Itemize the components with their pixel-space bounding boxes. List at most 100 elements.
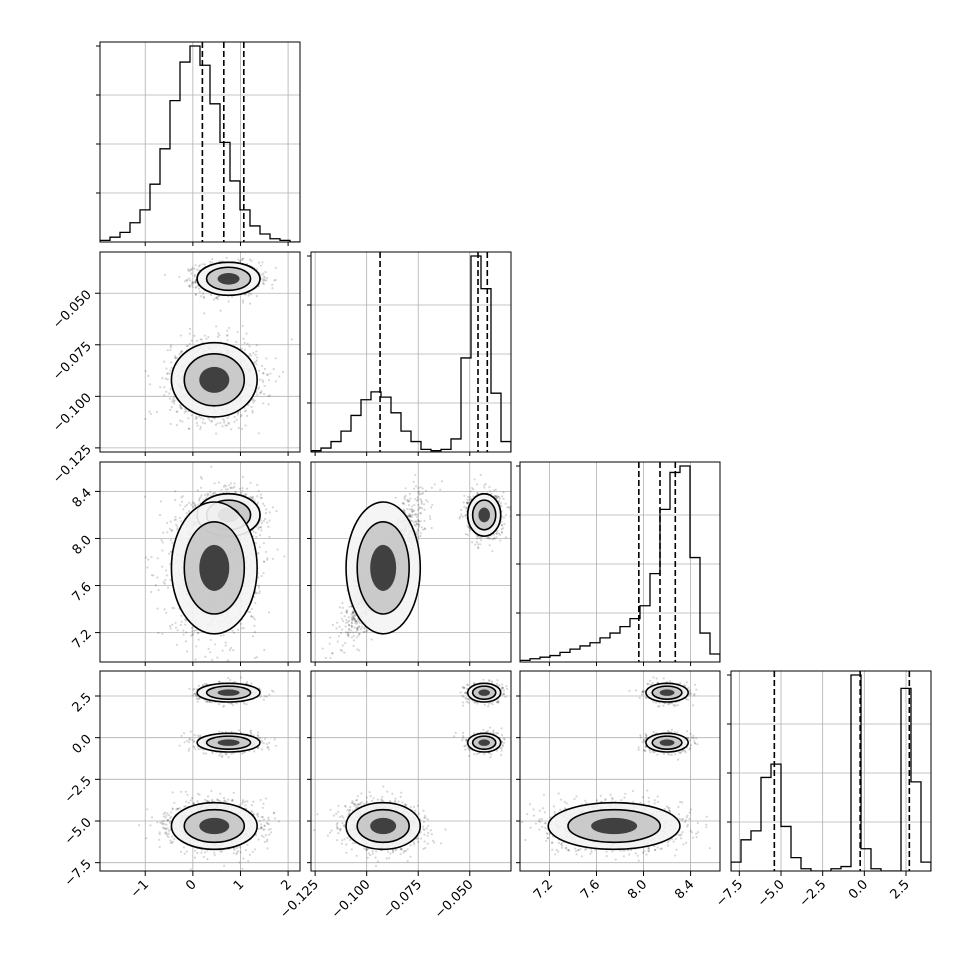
panel-frame xyxy=(310,251,512,453)
sample-point xyxy=(268,511,271,514)
sample-point xyxy=(144,556,147,559)
sample-point xyxy=(227,422,231,425)
sample-point xyxy=(186,650,189,653)
sample-point xyxy=(251,496,254,499)
sample-point xyxy=(197,415,201,418)
sample-point xyxy=(246,487,249,490)
sample-point xyxy=(200,477,204,480)
sample-point xyxy=(226,334,229,337)
sample-point xyxy=(191,282,194,285)
sample-point xyxy=(225,424,229,427)
sample-point xyxy=(166,531,169,534)
sample-point xyxy=(163,394,166,397)
y-tick-label: −0.100 xyxy=(50,391,95,436)
sample-point xyxy=(174,498,177,501)
sample-point xyxy=(175,643,178,646)
sample-point xyxy=(258,592,261,595)
sample-point xyxy=(271,287,274,290)
sample-point xyxy=(247,294,250,297)
sample-point xyxy=(268,519,271,522)
sample-point xyxy=(164,569,168,572)
sample-point xyxy=(262,278,265,281)
sample-point xyxy=(198,264,202,267)
sample-point xyxy=(216,656,219,659)
sample-point xyxy=(179,351,182,354)
sample-point xyxy=(215,325,218,328)
sample-point xyxy=(163,582,166,585)
sample-point xyxy=(268,394,272,397)
sample-point xyxy=(254,531,257,534)
sample-point xyxy=(184,640,188,643)
sample-point xyxy=(205,337,208,340)
sample-point xyxy=(240,414,243,417)
sample-point xyxy=(241,257,244,260)
sample-point xyxy=(190,268,193,271)
sample-point xyxy=(232,631,235,635)
sample-point xyxy=(246,342,249,345)
sample-point xyxy=(204,493,207,496)
sample-point xyxy=(179,419,182,422)
sample-point xyxy=(214,296,217,300)
sample-point xyxy=(194,417,197,420)
sample-point xyxy=(254,602,257,605)
sample-point xyxy=(260,521,263,525)
sample-point xyxy=(241,324,244,327)
sample-point xyxy=(254,630,257,634)
sample-point xyxy=(256,495,259,498)
sample-point xyxy=(182,633,185,636)
sample-point xyxy=(233,420,236,423)
sample-point xyxy=(268,535,271,539)
sample-point xyxy=(188,327,192,330)
sample-point xyxy=(256,393,259,396)
sample-point xyxy=(184,280,187,283)
sample-point xyxy=(209,651,212,654)
sample-point xyxy=(248,292,251,295)
sample-point xyxy=(243,410,246,413)
sample-point xyxy=(163,360,166,363)
sample-point xyxy=(181,495,184,498)
sample-point xyxy=(193,281,196,284)
sample-point xyxy=(157,589,160,592)
sample-point xyxy=(262,275,265,278)
sample-point xyxy=(221,425,224,428)
sample-point xyxy=(255,344,258,347)
sample-point xyxy=(255,350,258,353)
sample-point xyxy=(235,340,238,343)
sample-point xyxy=(199,486,203,489)
sample-point xyxy=(184,623,187,626)
sample-point xyxy=(163,386,166,389)
sample-point xyxy=(169,348,172,351)
sample-point xyxy=(237,258,240,261)
sample-point xyxy=(254,656,257,660)
sample-point xyxy=(185,278,188,281)
sample-point xyxy=(262,572,265,575)
sample-point xyxy=(146,566,149,569)
sample-point xyxy=(267,525,270,529)
sample-point xyxy=(171,400,174,403)
sample-point xyxy=(190,272,193,275)
panel-content xyxy=(100,462,300,662)
sample-point xyxy=(180,496,183,499)
sample-point xyxy=(183,411,186,414)
sample-point xyxy=(225,334,228,337)
sample-point xyxy=(184,408,187,411)
sample-point xyxy=(206,492,209,495)
sample-point xyxy=(252,351,255,355)
sample-point xyxy=(229,482,233,485)
sample-point xyxy=(184,618,187,621)
contour-line xyxy=(196,261,261,297)
sample-point xyxy=(263,517,267,521)
sample-point xyxy=(150,590,153,594)
sample-point xyxy=(184,505,187,508)
sample-point xyxy=(190,627,193,630)
sample-point xyxy=(210,465,213,468)
sample-point xyxy=(203,312,206,315)
sample-point xyxy=(195,421,198,425)
sample-point xyxy=(149,412,152,416)
sample-point xyxy=(212,298,215,301)
sample-point xyxy=(178,275,181,278)
sample-point xyxy=(237,426,240,430)
sample-point xyxy=(216,296,219,299)
sample-point xyxy=(229,486,232,489)
sample-point xyxy=(225,491,228,494)
